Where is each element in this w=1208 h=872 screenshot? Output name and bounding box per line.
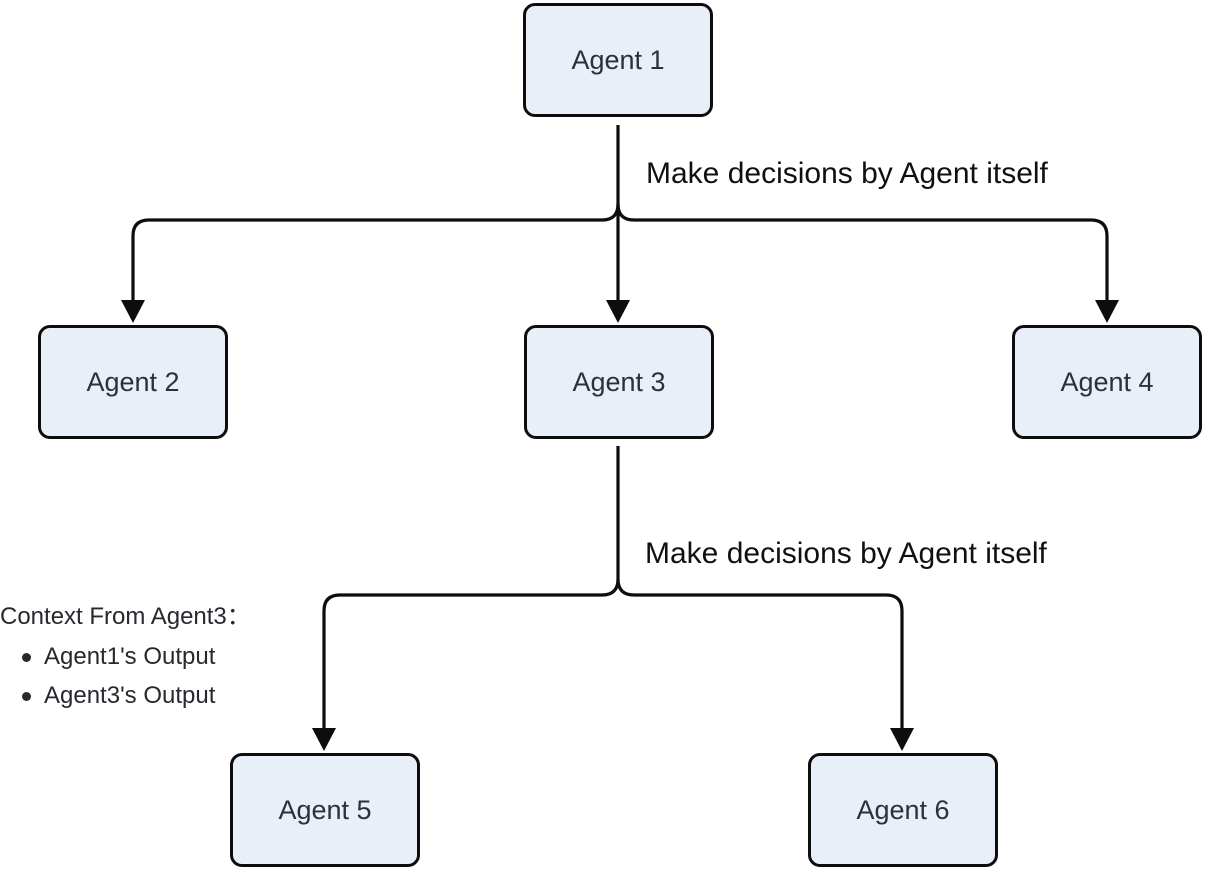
node-agent-6-label: Agent 6 bbox=[856, 794, 950, 825]
arrowhead-to-agent2 bbox=[121, 300, 145, 323]
node-agent-5: Agent 5 bbox=[230, 753, 420, 867]
context-note-item-1-text: Agent1's Output bbox=[44, 643, 216, 670]
node-agent-1: Agent 1 bbox=[523, 3, 713, 117]
context-note-title: Context From Agent3： bbox=[0, 603, 251, 630]
edge-agent1-agent4 bbox=[616, 203, 1109, 300]
node-agent-5-label: Agent 5 bbox=[278, 794, 372, 825]
node-agent-1-label: Agent 1 bbox=[571, 44, 665, 75]
arrowhead-to-agent4 bbox=[1095, 300, 1119, 323]
node-agent-3: Agent 3 bbox=[524, 325, 714, 439]
bullet-icon bbox=[22, 692, 31, 701]
node-agent-4: Agent 4 bbox=[1012, 325, 1202, 439]
arrowhead-to-agent3 bbox=[606, 300, 630, 323]
node-agent-2: Agent 2 bbox=[38, 325, 228, 439]
context-note-item-1: Agent1's Output bbox=[0, 637, 251, 676]
node-agent-3-label: Agent 3 bbox=[572, 366, 666, 397]
edge-agent3-agent6 bbox=[616, 578, 904, 728]
edge-label-make-decisions-1: Make decisions by Agent itself bbox=[646, 157, 1048, 190]
edge-agent1-agent2 bbox=[131, 203, 620, 300]
edge-label-make-decisions-2: Make decisions by Agent itself bbox=[645, 537, 1047, 570]
node-agent-6: Agent 6 bbox=[808, 753, 998, 867]
context-note-item-2-text: Agent3's Output bbox=[44, 682, 216, 709]
context-note-list: Agent1's Output Agent3's Output bbox=[0, 637, 251, 715]
edge-agent3-agent5 bbox=[322, 578, 620, 728]
bullet-icon bbox=[22, 653, 31, 662]
node-agent-4-label: Agent 4 bbox=[1060, 366, 1154, 397]
context-note: Context From Agent3： Agent1's Output Age… bbox=[0, 601, 251, 715]
context-note-item-2: Agent3's Output bbox=[0, 676, 251, 715]
arrowhead-to-agent5 bbox=[312, 728, 336, 751]
arrowhead-to-agent6 bbox=[890, 728, 914, 751]
node-agent-2-label: Agent 2 bbox=[86, 366, 180, 397]
